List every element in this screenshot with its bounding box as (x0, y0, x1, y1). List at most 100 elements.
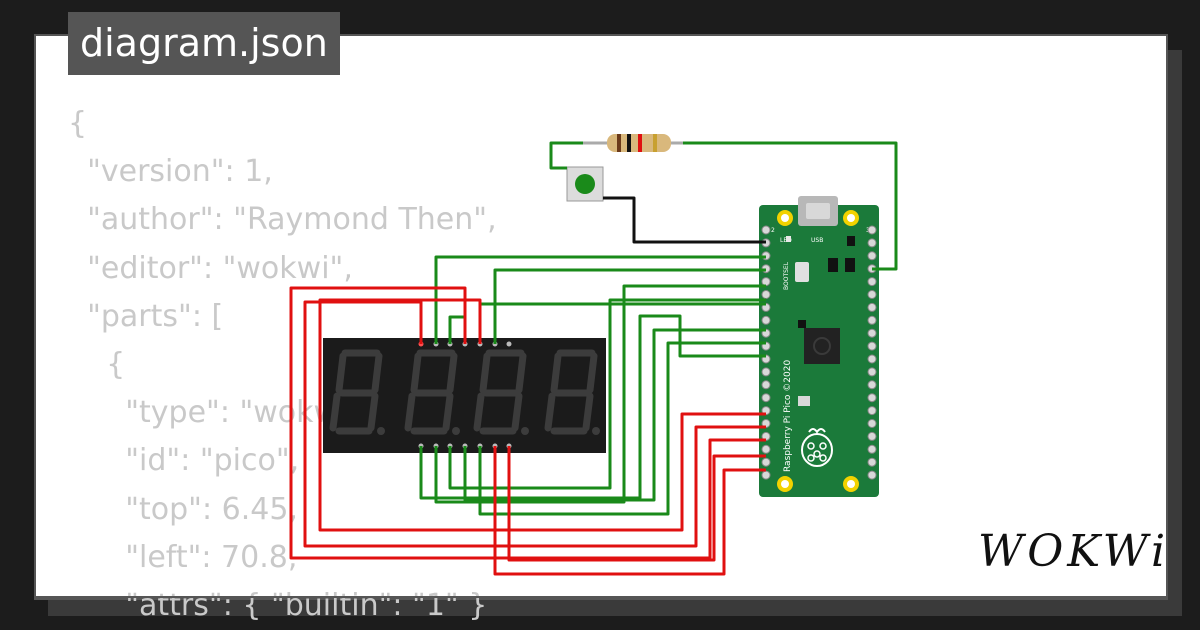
segment (335, 352, 347, 394)
decimal-point (521, 427, 529, 435)
segment (329, 392, 341, 432)
board-pin (867, 419, 877, 428)
board-pin (761, 315, 771, 325)
board-pin (761, 225, 771, 235)
board-pin (867, 380, 877, 390)
code-line: "version": 1, (68, 154, 273, 190)
board-pin (867, 225, 877, 235)
resistor-band (653, 134, 657, 152)
wire (603, 196, 766, 244)
segment (479, 352, 491, 394)
segment (442, 392, 454, 432)
push-button[interactable] (566, 166, 604, 202)
smd-component (798, 396, 810, 406)
segment (404, 392, 416, 432)
button-cap[interactable] (575, 174, 595, 194)
smd-component (828, 258, 838, 272)
board-pin (867, 277, 877, 287)
board-pin (761, 367, 771, 377)
wire (683, 141, 898, 271)
board-pin (761, 444, 771, 454)
wire (289, 286, 766, 560)
mount-hole-center (781, 480, 789, 488)
segment (582, 392, 594, 432)
smd-component (798, 320, 806, 328)
digit (473, 349, 529, 435)
board-pin (867, 393, 877, 403)
raspberry-logo-icon (801, 428, 833, 467)
mount-hole-center (781, 214, 789, 222)
bootsel-button[interactable] (795, 262, 809, 282)
code-line: "editor": "wokwi", (68, 250, 353, 286)
board-pin (761, 470, 771, 480)
code-line: { (68, 106, 88, 141)
wokwi-logo: WOKWi (978, 526, 1169, 577)
board-pin (761, 380, 771, 390)
smd-component (847, 236, 855, 246)
seven-segment-display[interactable] (323, 338, 606, 453)
segment (550, 352, 562, 394)
wire (549, 141, 583, 170)
display-pin (506, 341, 512, 347)
board-pin (867, 328, 877, 338)
wire (303, 300, 766, 548)
segment (515, 352, 527, 394)
decimal-point (592, 427, 600, 435)
board-pin (761, 457, 771, 467)
display-digits (329, 349, 600, 435)
segment (371, 352, 383, 394)
wire (434, 255, 766, 344)
usb-port (806, 203, 830, 219)
board-pin (867, 431, 877, 441)
board-pin (867, 406, 877, 416)
board-pin (867, 457, 877, 467)
digit (404, 349, 460, 435)
board-pin (867, 251, 877, 261)
digit (329, 349, 385, 435)
pin2-label: 2 (771, 227, 775, 234)
code-line: "parts": [ (68, 298, 224, 334)
segment (473, 392, 485, 432)
board-pin (761, 393, 771, 403)
board-pin (867, 367, 877, 377)
code-line: "left": 70.8, (68, 539, 298, 575)
mount-hole-center (847, 480, 855, 488)
segment (410, 352, 422, 394)
board-pin (867, 315, 877, 325)
wires (289, 141, 898, 576)
right-pin-header (867, 225, 877, 480)
chip-logo (813, 337, 831, 355)
mount-hole-center (847, 214, 855, 222)
diagram-card (34, 34, 1168, 600)
wire (478, 341, 766, 516)
pi-pico-board[interactable]: LED USB 1 2 39 BOOTSEL Raspberry Pi Pico… (759, 196, 879, 497)
wire (419, 314, 766, 500)
board-pin (867, 238, 877, 248)
board-pin (867, 444, 877, 454)
usb-label: USB (811, 237, 823, 244)
silkscreen-text: Raspberry Pi Pico ©2020 (783, 360, 793, 472)
wire (434, 284, 766, 504)
decimal-point (377, 427, 385, 435)
resistor[interactable] (583, 134, 683, 152)
board-pin (867, 470, 877, 480)
rp2040-chip (804, 328, 840, 364)
segment (367, 392, 379, 432)
resistor-band (617, 134, 621, 152)
digit (544, 349, 600, 435)
code-line: "author": "Raymond Then", (68, 202, 497, 238)
board-pin (867, 290, 877, 299)
board-pin (761, 290, 771, 299)
board-pin (867, 354, 877, 364)
bootsel-label: BOOTSEL (783, 261, 790, 290)
wire (318, 298, 766, 532)
wire (507, 446, 766, 562)
board-pin (761, 277, 771, 287)
segment (446, 352, 458, 394)
card-bottom-edge (34, 596, 1166, 598)
board-pin (867, 341, 877, 351)
resistor-band (638, 134, 642, 152)
file-tab[interactable]: diagram.json (68, 12, 340, 75)
code-line: "id": "pico", (68, 443, 300, 479)
wire (493, 268, 766, 344)
